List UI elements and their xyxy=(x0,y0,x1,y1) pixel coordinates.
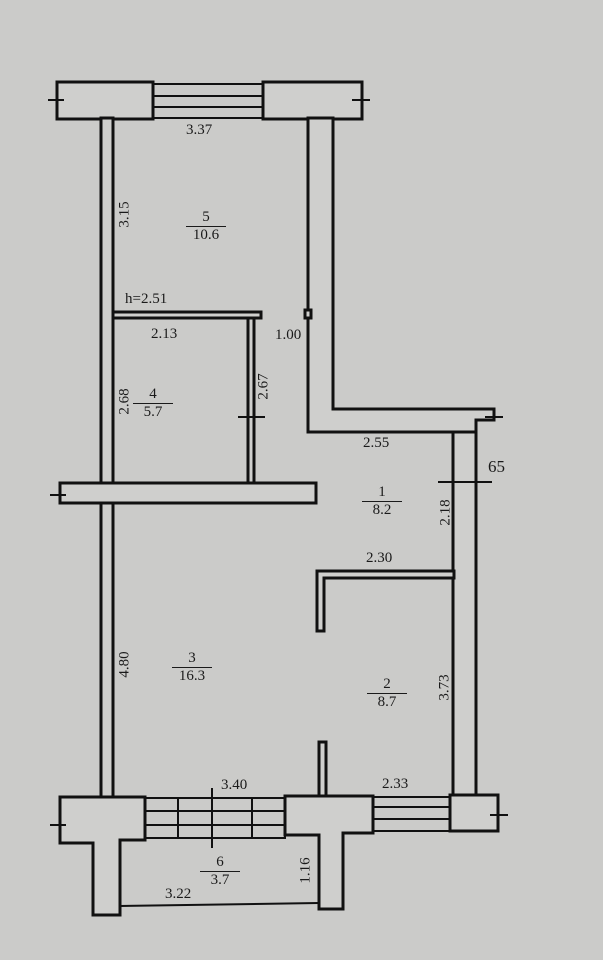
partition-2 xyxy=(315,569,456,633)
ceiling-height: h=2.51 xyxy=(125,291,168,307)
dim-3-15: 3.15 xyxy=(116,201,133,228)
dim-65: 65 xyxy=(488,457,505,476)
bottom-wall-middle xyxy=(283,794,375,911)
dim-2-18: 2.18 xyxy=(437,499,454,526)
break-marks xyxy=(48,99,508,826)
door-marker xyxy=(303,308,313,320)
dim-4-80: 4.80 xyxy=(116,651,133,678)
dim-2-30: 2.30 xyxy=(366,550,393,566)
partition-2-stub xyxy=(317,740,328,798)
balcony-edge xyxy=(119,902,320,907)
dim-2-67: 2.67 xyxy=(255,373,272,400)
dim-3-22: 3.22 xyxy=(165,886,192,902)
dim-2-13: 2.13 xyxy=(151,326,178,342)
dim-1-00: 1.00 xyxy=(275,327,302,343)
dim-1-16: 1.16 xyxy=(297,857,314,884)
dim-2-33: 2.33 xyxy=(382,776,409,792)
dim-3-37: 3.37 xyxy=(186,122,213,138)
bottom-wall-right xyxy=(448,793,500,833)
dim-3-40: 3.40 xyxy=(221,777,248,793)
partition-4-1 xyxy=(246,316,256,486)
top-wall-left xyxy=(55,80,155,121)
bottom-wall-left xyxy=(58,795,147,917)
dim-2-68: 2.68 xyxy=(116,388,133,415)
right-wall-room1 xyxy=(451,430,478,798)
middle-wall xyxy=(58,481,318,505)
corridor-wall xyxy=(306,116,496,434)
top-wall-right xyxy=(261,80,364,121)
top-window xyxy=(152,83,264,119)
left-wall xyxy=(99,116,115,800)
partition-5-4 xyxy=(111,310,263,320)
bottom-window-right xyxy=(372,796,451,832)
dim-3-73: 3.73 xyxy=(436,674,453,701)
dim-2-55: 2.55 xyxy=(363,435,390,451)
bottom-window-left xyxy=(144,788,286,848)
